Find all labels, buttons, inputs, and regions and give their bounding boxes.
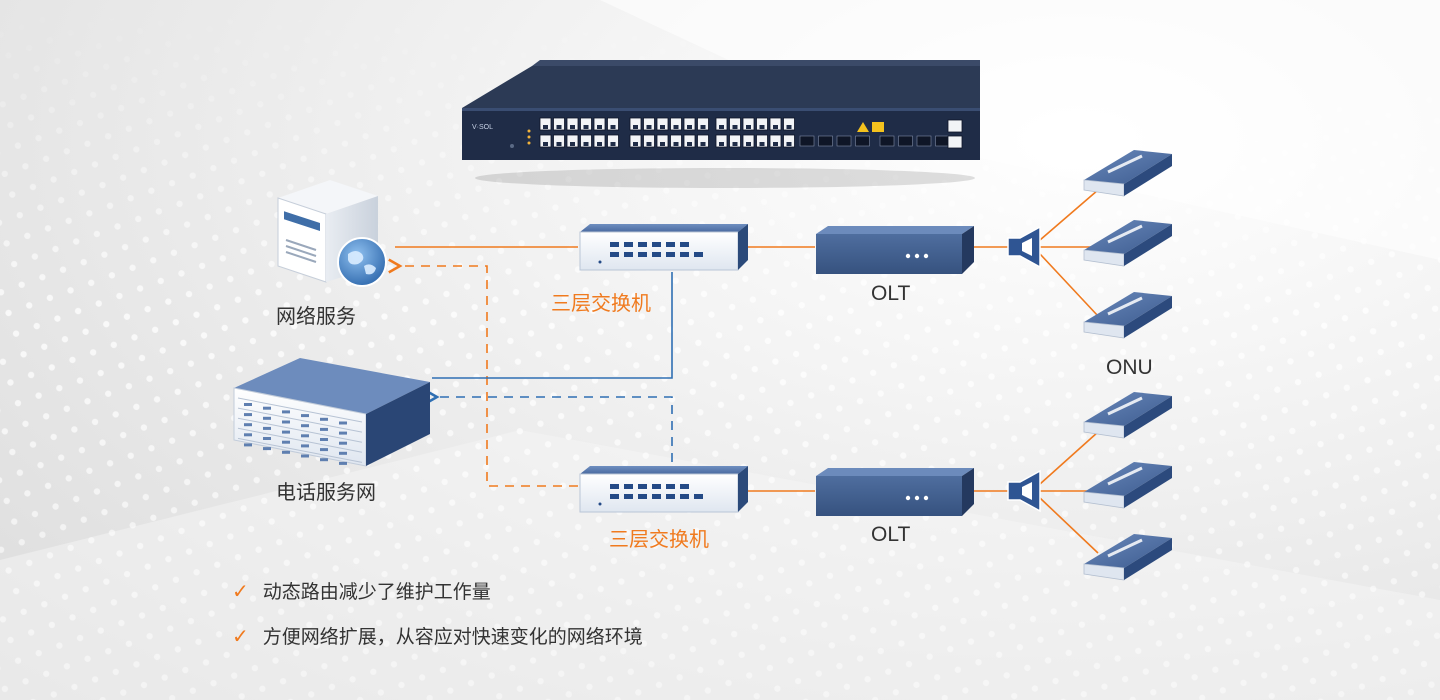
backup-link-switch-bottom-to-network-service	[388, 258, 578, 487]
onu-icon	[1083, 392, 1172, 439]
feature-text: 动态路由减少了维护工作量	[262, 581, 491, 603]
olt-top	[816, 226, 974, 274]
feature-item: ✓ 方便网络扩展，从容应对快速变化的网络环境	[232, 622, 643, 649]
network-service-label: 网络服务	[276, 304, 356, 328]
onu-icon	[1083, 150, 1172, 197]
product-switch-image: V·SOL	[462, 60, 980, 188]
onu-icon	[1083, 220, 1172, 267]
link-switch-top-to-phone-service	[432, 272, 673, 379]
onu-label: ONU	[1106, 356, 1153, 379]
onu-icon	[1083, 292, 1172, 339]
onu-group	[1083, 150, 1172, 581]
checkmark-icon: ✓	[232, 578, 249, 603]
olt-top-label: OLT	[871, 282, 911, 305]
layer3-switch-top	[579, 224, 748, 271]
ethernet-port-array	[539, 117, 963, 149]
switch-top-label: 三层交换机	[551, 291, 651, 315]
feature-text: 方便网络扩展，从容应对快速变化的网络环境	[262, 626, 643, 648]
checkmark-icon: ✓	[232, 623, 249, 648]
feature-item: ✓ 动态路由减少了维护工作量	[232, 577, 491, 604]
optical-splitter-bottom	[1007, 469, 1041, 513]
optical-splitter-top	[1007, 225, 1041, 269]
switch-bottom-label: 三层交换机	[609, 527, 709, 551]
warning-label-icon	[857, 122, 869, 132]
backup-link-switch-bottom-to-phone-service	[425, 389, 673, 462]
onu-icon	[1083, 462, 1172, 509]
onu-icon	[1083, 534, 1172, 581]
status-leds	[510, 129, 531, 148]
olt-bottom	[816, 468, 974, 516]
telephony-chassis-icon	[233, 358, 430, 467]
layer3-switch-bottom	[579, 466, 748, 513]
connection-lines	[388, 189, 1099, 554]
server-globe-icon	[277, 180, 387, 287]
olt-bottom-label: OLT	[871, 523, 911, 546]
svg-text:V·SOL: V·SOL	[472, 124, 493, 131]
phone-service-label: 电话服务网	[276, 480, 376, 504]
product-brand-logo: V·SOL	[472, 124, 493, 131]
